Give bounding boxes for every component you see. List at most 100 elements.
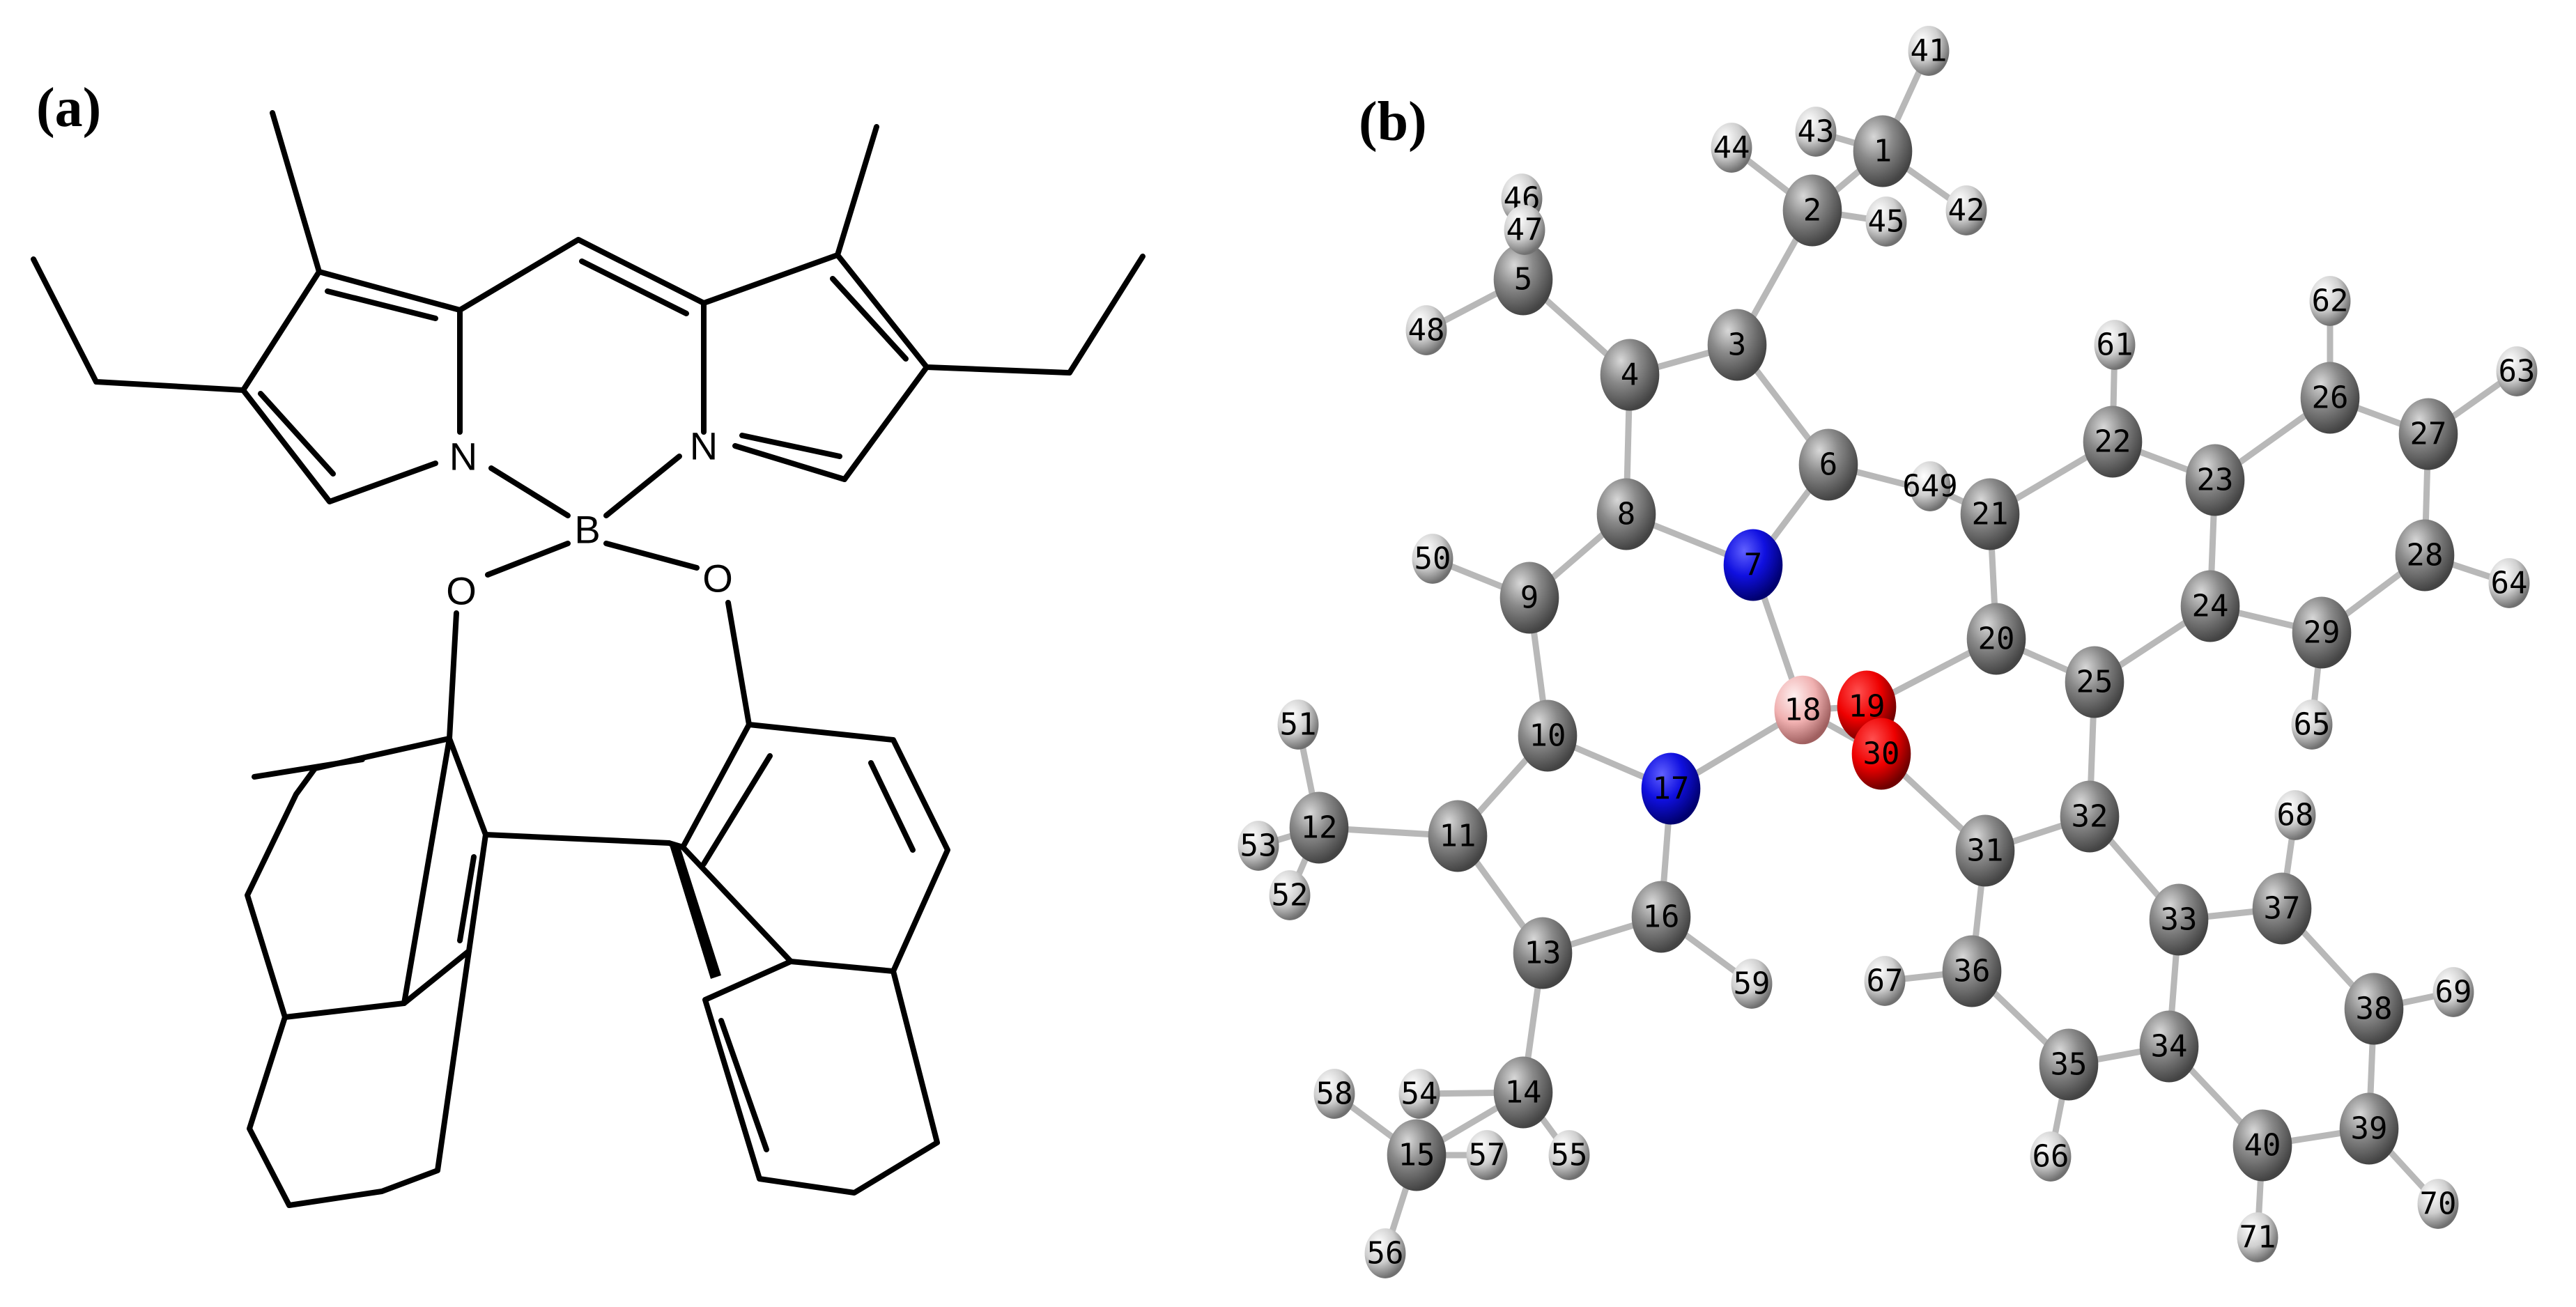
atom-70: 70	[2417, 1179, 2459, 1229]
panel-a-2d-structure: (a)	[0, 0, 1254, 1307]
svg-text:7: 7	[1744, 548, 1763, 583]
svg-text:4: 4	[1621, 357, 1640, 393]
atom-2: 2	[1782, 174, 1842, 247]
atom-28: 28	[2395, 519, 2455, 591]
atom-26: 26	[2300, 362, 2360, 434]
atom-25: 25	[2065, 646, 2124, 718]
svg-text:38: 38	[2356, 991, 2393, 1027]
svg-text:61: 61	[2097, 327, 2134, 363]
atom-49: 649	[1902, 461, 1958, 511]
atom-55: 55	[1548, 1130, 1590, 1180]
atom-41: 41	[1908, 26, 1950, 76]
atom-71: 71	[2237, 1212, 2278, 1262]
atom-62: 62	[2309, 276, 2351, 326]
svg-text:18: 18	[1784, 693, 1821, 728]
atom-57: 57	[1466, 1130, 1508, 1180]
svg-text:36: 36	[1954, 954, 1991, 989]
atom-44: 44	[1711, 123, 1752, 173]
atom-54: 54	[1398, 1069, 1440, 1119]
svg-text:9: 9	[1520, 580, 1539, 616]
atom-b: B	[574, 508, 600, 552]
svg-text:66: 66	[2033, 1139, 2069, 1175]
atom-31: 31	[1955, 814, 2015, 887]
atom-3: 3	[1707, 309, 1767, 381]
atom-45: 45	[1865, 196, 1907, 247]
atom-63: 63	[2496, 346, 2538, 396]
svg-text:56: 56	[1367, 1236, 1404, 1271]
atom-56: 56	[1364, 1228, 1406, 1278]
atom-18: 18	[1774, 675, 1831, 745]
atom-21: 21	[1960, 478, 2020, 550]
svg-text:25: 25	[2076, 665, 2113, 700]
atom-51: 51	[1277, 699, 1319, 750]
atom-10: 10	[1518, 699, 1578, 772]
panel-b-label: (b)	[1359, 91, 1427, 153]
svg-text:31: 31	[1967, 833, 2004, 869]
atom-5: 5	[1493, 243, 1553, 316]
panel-a-label: (a)	[36, 77, 102, 139]
atom-7: 7	[1723, 529, 1783, 601]
svg-text:26: 26	[2312, 380, 2349, 416]
svg-text:6: 6	[1819, 447, 1838, 483]
bodipy-binol-skeletal-structure: N N B O O	[31, 110, 1146, 1208]
atom-11: 11	[1428, 800, 1488, 872]
svg-text:23: 23	[2197, 463, 2234, 498]
atom-22: 22	[2083, 405, 2143, 478]
svg-text:16: 16	[1643, 899, 1680, 935]
atom-67: 67	[1864, 956, 1906, 1006]
atom-34: 34	[2139, 1010, 2199, 1083]
svg-text:42: 42	[1948, 193, 1985, 229]
atom-30: 30	[1851, 718, 1911, 790]
svg-text:68: 68	[2277, 798, 2314, 833]
atom-36: 36	[1942, 935, 2002, 1007]
svg-text:14: 14	[1505, 1075, 1542, 1111]
atom-n-right: N	[690, 424, 718, 468]
svg-text:12: 12	[1301, 810, 1338, 846]
atom-12: 12	[1289, 791, 1349, 864]
svg-text:52: 52	[1272, 878, 1309, 913]
svg-text:20: 20	[1978, 621, 2015, 657]
atom-29: 29	[2292, 596, 2352, 669]
svg-text:13: 13	[1525, 936, 1561, 971]
atom-61: 61	[2094, 320, 2136, 370]
atom-53: 53	[1237, 821, 1279, 871]
svg-text:41: 41	[1911, 33, 1948, 69]
svg-text:50: 50	[1414, 541, 1451, 577]
svg-text:35: 35	[2051, 1047, 2088, 1083]
atom-17: 17	[1641, 752, 1701, 825]
atom-48: 48	[1405, 305, 1447, 355]
svg-text:47: 47	[1506, 212, 1543, 248]
svg-text:15: 15	[1398, 1138, 1435, 1173]
atom-39: 39	[2339, 1092, 2399, 1165]
atom-50: 50	[1412, 534, 1453, 584]
svg-text:64: 64	[2491, 566, 2528, 601]
svg-text:2: 2	[1803, 193, 1822, 229]
svg-text:51: 51	[1280, 707, 1317, 743]
atom-69: 69	[2432, 967, 2474, 1017]
svg-text:27: 27	[2410, 417, 2447, 452]
atom-68: 68	[2274, 790, 2316, 840]
svg-text:34: 34	[2151, 1029, 2188, 1065]
svg-text:59: 59	[1734, 966, 1771, 1002]
svg-text:43: 43	[1798, 114, 1835, 150]
atom-42: 42	[1945, 185, 1987, 235]
panel-b-3d-structure: (b)	[1254, 0, 2576, 1307]
atom-52: 52	[1269, 870, 1311, 920]
svg-text:1: 1	[1874, 134, 1892, 169]
svg-text:69: 69	[2435, 975, 2472, 1010]
svg-text:5: 5	[1514, 262, 1533, 297]
svg-text:29: 29	[2304, 615, 2340, 651]
atom-n-left: N	[449, 435, 477, 479]
svg-text:39: 39	[2351, 1111, 2388, 1147]
svg-text:45: 45	[1868, 204, 1905, 240]
atom-14: 14	[1493, 1056, 1553, 1129]
atom-20: 20	[1966, 603, 2026, 675]
atom-24: 24	[2180, 570, 2240, 642]
svg-text:3: 3	[1728, 327, 1747, 363]
atom-6: 6	[1798, 428, 1858, 501]
atom-58: 58	[1313, 1069, 1355, 1119]
atom-43: 43	[1795, 107, 1837, 157]
svg-text:28: 28	[2407, 538, 2444, 573]
svg-text:10: 10	[1529, 718, 1566, 754]
